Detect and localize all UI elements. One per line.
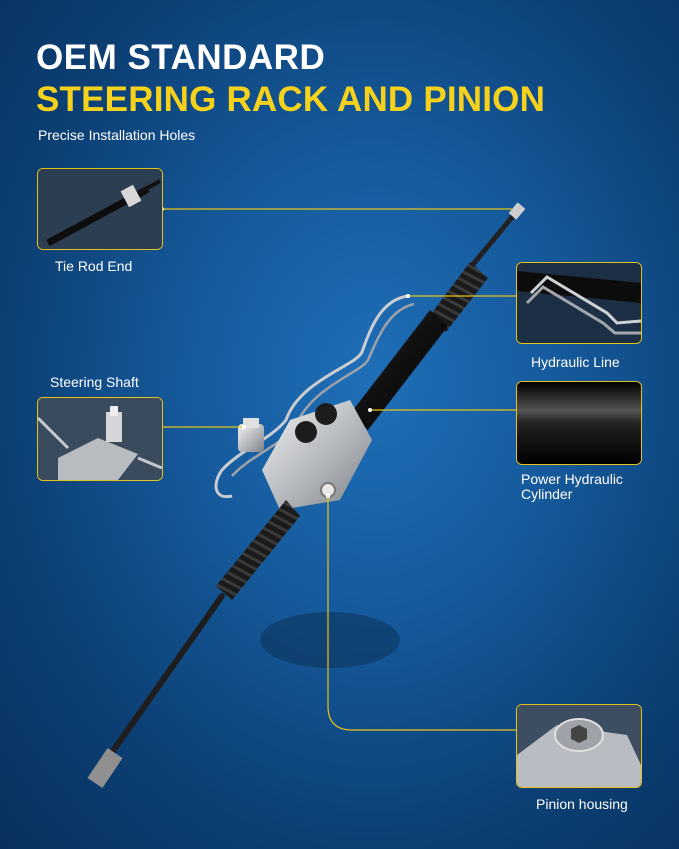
upper-tie-rod-tip [508, 202, 526, 220]
label-power-hydraulic-cylinder: Power Hydraulic Cylinder [521, 472, 623, 502]
dot-shaft [242, 425, 246, 429]
label-steering-shaft: Steering Shaft [50, 374, 139, 390]
label-tie-rod-end: Tie Rod End [55, 258, 133, 274]
label-power-hydraulic-cylinder-line2: Cylinder [521, 486, 573, 502]
lower-tie-rod-thread [87, 748, 123, 788]
label-power-hydraulic-cylinder-line1: Power Hydraulic [521, 471, 623, 487]
lower-tie-rod [105, 593, 225, 761]
label-pinion-housing: Pinion housing [536, 796, 628, 812]
port-2 [315, 403, 337, 425]
hydraulic-line-2 [231, 302, 415, 477]
shadow [260, 612, 400, 668]
title-line-2: STEERING RACK AND PINION [36, 80, 546, 119]
valve-housing [262, 400, 372, 510]
callout-steering-shaft-image [37, 397, 163, 481]
steering-shaft-spline [243, 418, 259, 428]
dot-pinion [326, 494, 330, 498]
dot-cylinder [368, 408, 372, 412]
callout-tie-rod-end-image [37, 168, 163, 250]
hydraulic-cylinder-tube [350, 310, 448, 430]
leader-pinion-housing [327, 496, 516, 731]
upper-tie-rod [467, 207, 521, 271]
port-1 [295, 421, 317, 443]
steering-shaft [238, 424, 264, 452]
callout-hydraulic-line-image [516, 262, 642, 344]
title-line-1: OEM STANDARD [36, 38, 326, 77]
lower-bellows [216, 500, 300, 600]
label-hydraulic-line: Hydraulic Line [531, 354, 620, 370]
subtitle: Precise Installation Holes [38, 127, 196, 143]
dot-hydraulic [406, 294, 410, 298]
callout-power-cylinder-image [516, 381, 642, 465]
hydraulic-line-1 [214, 294, 409, 499]
callout-pinion-housing-image [516, 704, 642, 788]
upper-bellows [428, 262, 488, 332]
